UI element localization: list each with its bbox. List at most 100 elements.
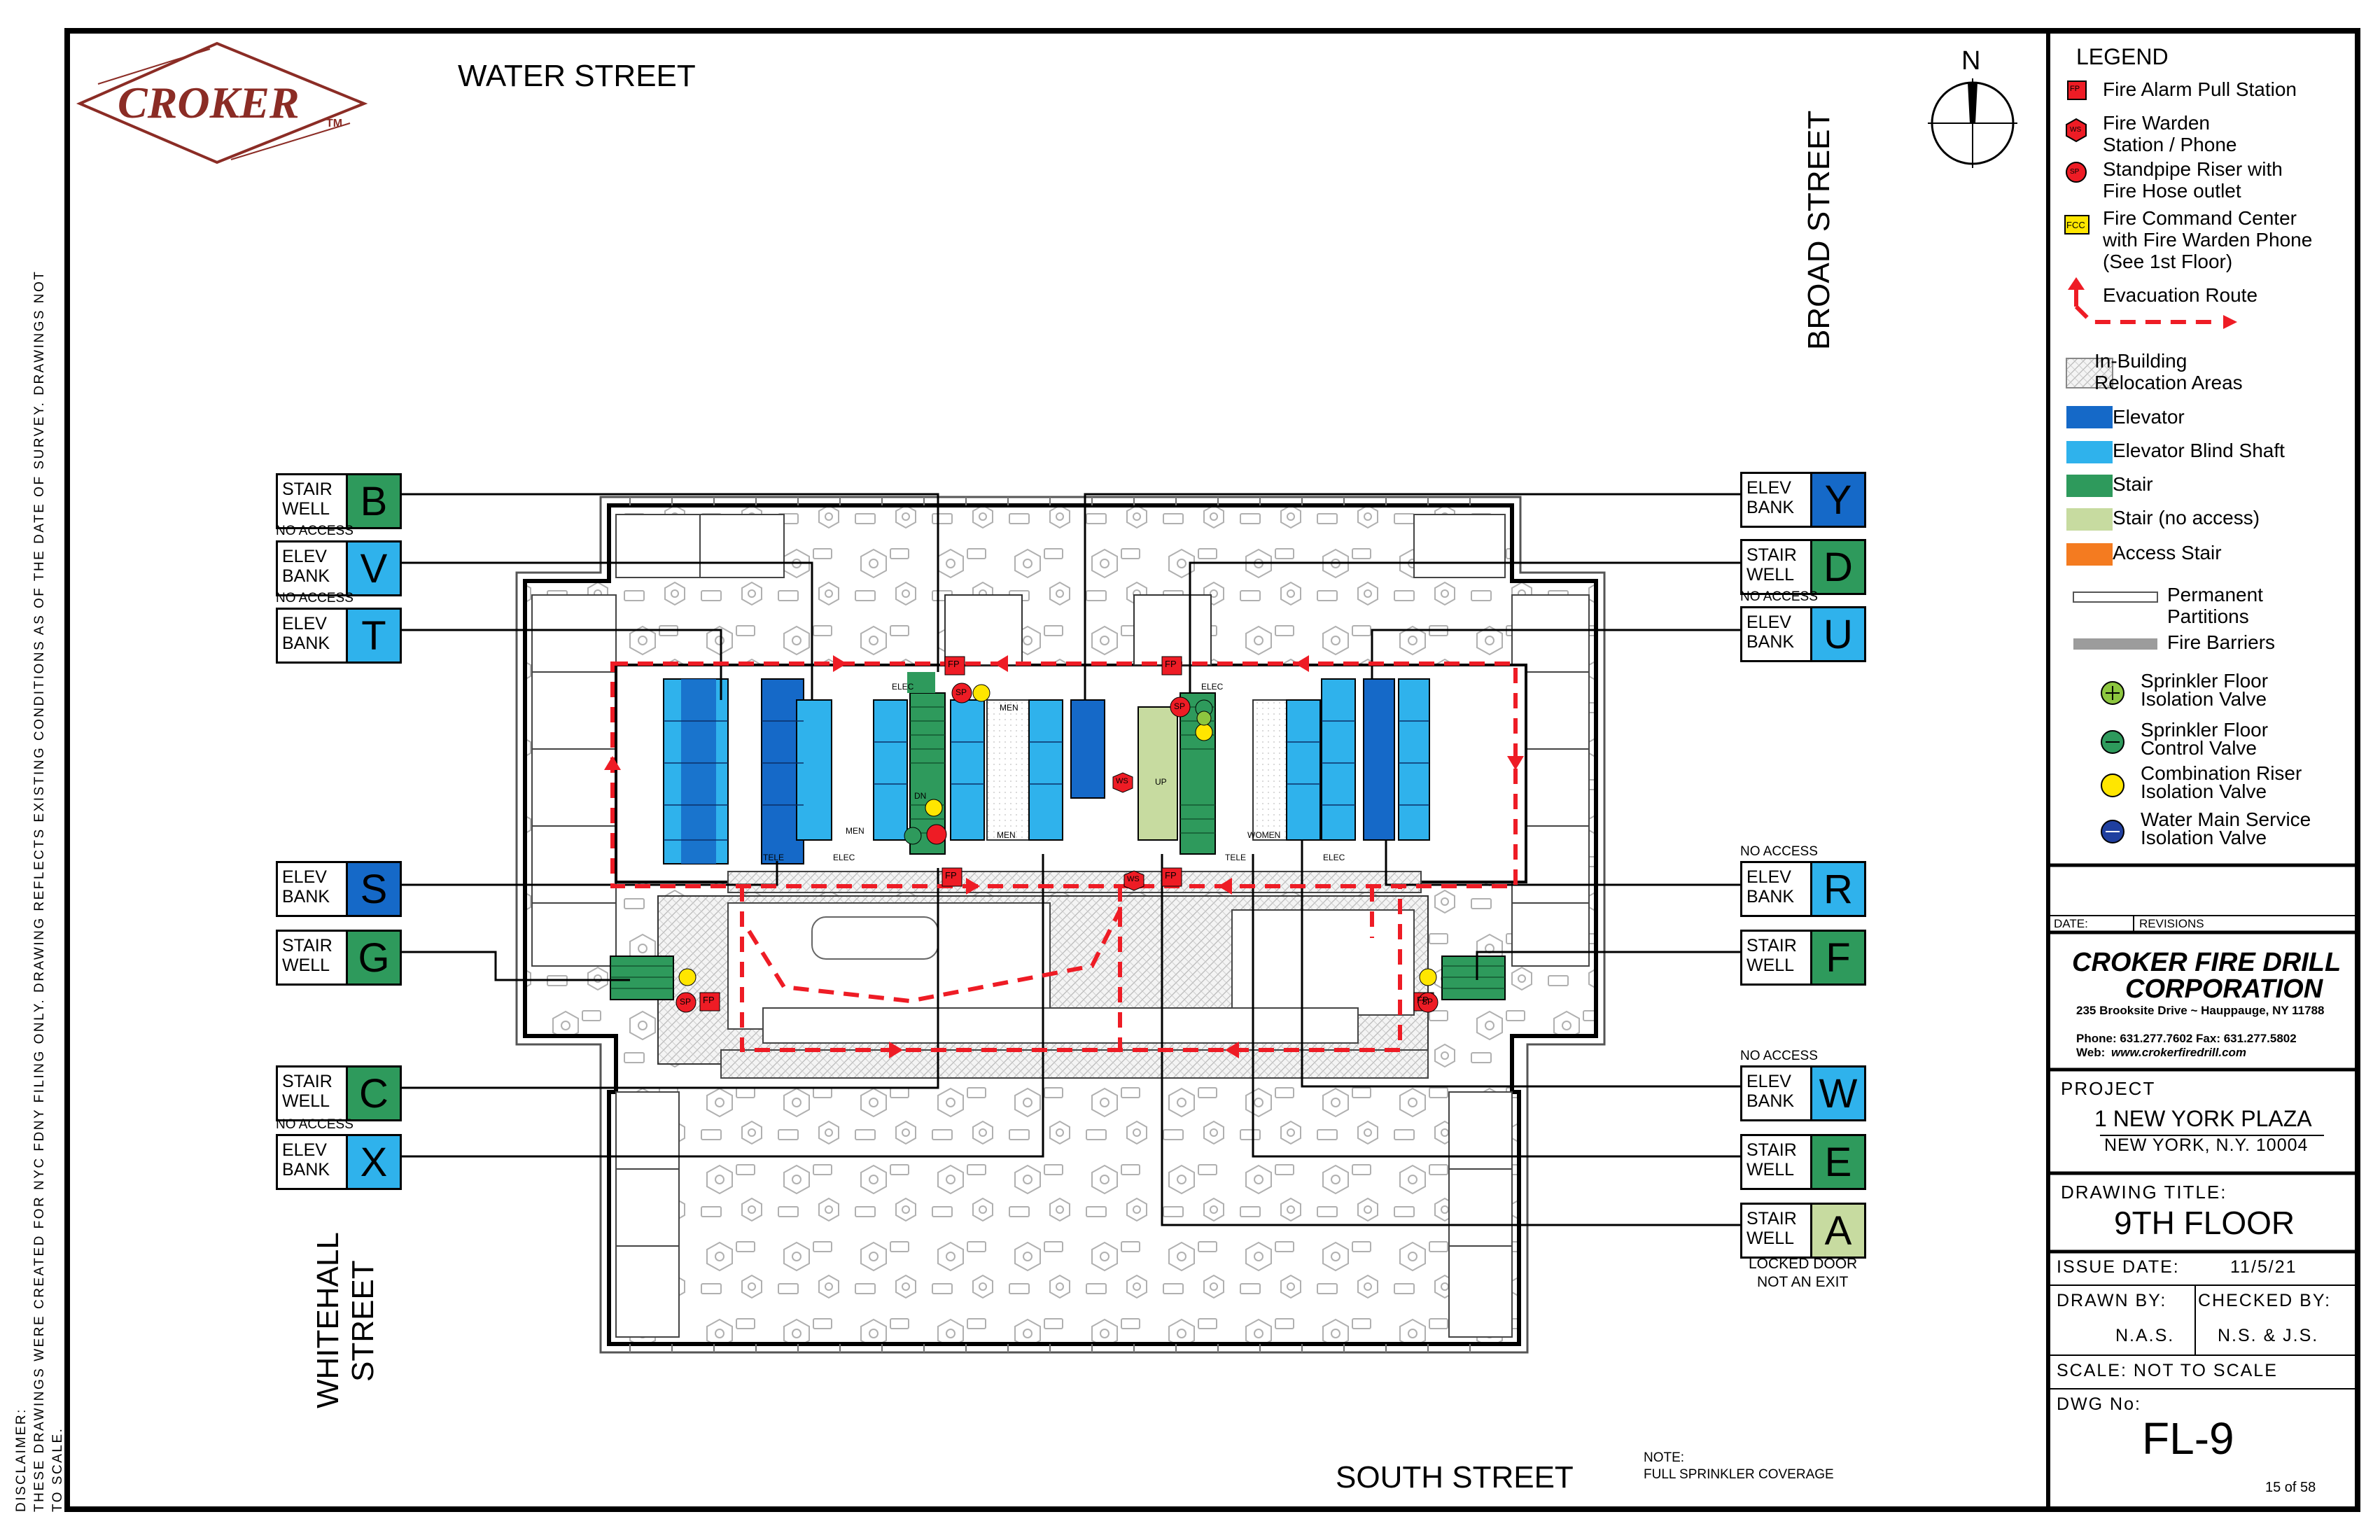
label-type-line1: STAIR	[1746, 1140, 1797, 1160]
legend-item-line2: Isolation Valve	[2141, 780, 2267, 802]
evac-arrows	[604, 655, 1524, 1058]
locked-door-line2: NOT AN EXIT	[1757, 1274, 1849, 1290]
legend-item-line1: In-Building	[2094, 350, 2188, 372]
leader-lines	[393, 493, 1749, 1226]
label-elec-3: ELEC	[833, 853, 855, 862]
company-phone: Phone: 631.277.7602 Fax: 631.277.5802	[2076, 1032, 2297, 1045]
dwg-label: DWG No:	[2057, 1394, 2141, 1414]
label-key-letter: C	[348, 1068, 400, 1119]
label-type-line2: BANK	[1746, 1091, 1795, 1111]
company-web-label: Web:	[2076, 1046, 2106, 1059]
logo-text: CROKER	[118, 78, 300, 127]
plan-sp-2: SP	[1174, 701, 1186, 711]
legend-item-line2: Isolation Valve	[2141, 827, 2267, 848]
no-access-note-v: NO ACCESS	[276, 524, 354, 538]
legend-item-line1: Elevator Blind Shaft	[2113, 440, 2285, 461]
legend-item-line3: (See 1st Floor)	[2103, 251, 2233, 272]
legend-item-line1: Stair	[2113, 473, 2153, 495]
label-type-line2: BANK	[282, 887, 330, 906]
issue-date: 11/5/21	[2230, 1257, 2297, 1277]
label-key-letter: E	[1812, 1136, 1864, 1188]
label-type-line2: BANK	[1746, 498, 1795, 517]
legend-item-line2: Relocation Areas	[2094, 372, 2243, 393]
drawing-title: 9TH FLOOR	[2114, 1205, 2295, 1241]
legend-item-line2: with Fire Warden Phone	[2103, 229, 2313, 251]
drawn-by: N.A.S.	[2115, 1326, 2175, 1345]
label-type-line2: WELL	[1746, 1160, 1795, 1180]
label-type-line1: ELEV	[1746, 1072, 1791, 1091]
label-type-line1: STAIR	[282, 936, 332, 955]
legend-item-line1: Elevator	[2113, 406, 2185, 428]
label-type-line2: WELL	[282, 1091, 330, 1111]
label-type-line1: STAIR	[1746, 936, 1797, 955]
label-key-letter: T	[348, 610, 400, 662]
label-women: WOMEN	[1247, 830, 1281, 840]
croker-logo	[76, 41, 368, 164]
label-key-letter: A	[1812, 1205, 1864, 1256]
legend-item-line2: Fire Hose outlet	[2103, 180, 2241, 202]
plan-ws-2: WS	[1127, 875, 1140, 883]
drawing-title-label: DRAWING TITLE:	[2061, 1182, 2227, 1203]
legend-item-stair: Stair	[2113, 473, 2153, 495]
label-men-2: MEN	[846, 826, 864, 836]
label-key-letter: S	[348, 863, 400, 915]
legend-item-fire: Fire Barriers	[2167, 631, 2275, 653]
dwg-number: FL-9	[2142, 1413, 2234, 1464]
label-elec-4: ELEC	[1323, 853, 1345, 862]
label-type-line2: BANK	[282, 634, 330, 653]
checked-by: N.S. & J.S.	[2218, 1326, 2319, 1345]
label-key-letter: B	[348, 475, 400, 527]
legend-symbols	[2064, 80, 2237, 844]
legend-item-line2: Station / Phone	[2103, 134, 2237, 155]
project-label: PROJECT	[2061, 1078, 2156, 1099]
label-men-1: MEN	[1000, 703, 1018, 713]
label-type-line1: ELEV	[282, 614, 327, 634]
company-web[interactable]: www.crokerfiredrill.com	[2111, 1046, 2247, 1059]
plan-sp-3: SP	[680, 997, 692, 1007]
label-key-letter: F	[1812, 932, 1864, 983]
label-type-line2: BANK	[1746, 887, 1795, 906]
label-key-letter: X	[348, 1136, 400, 1188]
plan-fp-5: FP	[703, 995, 715, 1005]
legend-item-line1: Stair (no access)	[2113, 507, 2260, 528]
no-access-note-u: NO ACCESS	[1740, 589, 1818, 604]
legend-symbol-fcc: FCC	[2066, 220, 2085, 230]
plan-fp-1: FP	[948, 659, 960, 669]
label-type-line1: ELEV	[1746, 478, 1791, 498]
plan-ws-1: WS	[1116, 777, 1128, 785]
legend-item-line2: Isolation Valve	[2141, 688, 2267, 710]
label-type-line1: STAIR	[1746, 545, 1797, 565]
no-access-note-x: NO ACCESS	[276, 1117, 354, 1132]
label-key-letter: Y	[1812, 474, 1864, 526]
street-west-2: STREET	[346, 1260, 380, 1382]
elevator-banks	[663, 678, 1430, 864]
legend-item-line1: Access Stair	[2113, 542, 2222, 564]
legend-item-line2: Control Valve	[2141, 737, 2258, 759]
label-type-line1: ELEV	[1746, 612, 1791, 632]
street-west-1: WHITEHALL	[311, 1232, 345, 1408]
stairwells	[610, 672, 1506, 1000]
plan-sp-4: SP	[1422, 997, 1434, 1007]
